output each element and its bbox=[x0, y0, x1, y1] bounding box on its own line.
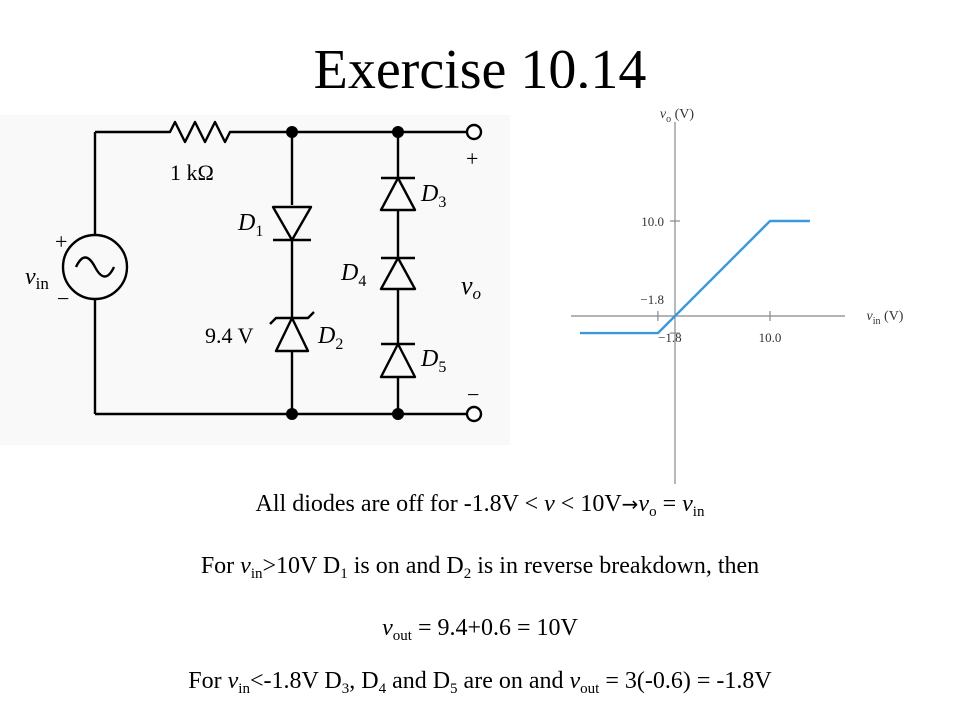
text-line-2: For vin>10V D1 is on and D2 is in revers… bbox=[200, 553, 760, 582]
d5-label: D5 bbox=[420, 346, 446, 376]
x-tick-label: 10.0 bbox=[759, 330, 782, 345]
y-axis-label: vo (V) bbox=[660, 107, 694, 125]
d3-label: D3 bbox=[420, 181, 446, 211]
junction-dot bbox=[286, 126, 298, 138]
y-tick-label: −1.8 bbox=[640, 292, 664, 307]
ac-source bbox=[61, 233, 129, 301]
out-terminal-top bbox=[465, 123, 483, 141]
x-axis-label: vin (V) bbox=[867, 309, 904, 327]
junction-dot bbox=[392, 408, 404, 420]
source-minus: − bbox=[57, 286, 69, 311]
resistor-label: 1 kΩ bbox=[170, 160, 214, 185]
d2-label: D2 bbox=[317, 323, 343, 353]
source-plus: + bbox=[55, 229, 67, 254]
transfer-curve bbox=[580, 219, 810, 335]
d1-label: D1 bbox=[237, 210, 263, 240]
text-line-4: For vin<-1.8V D3, D4 and D5 are on and v… bbox=[188, 668, 772, 697]
out-minus: − bbox=[467, 382, 479, 407]
sine-icon bbox=[74, 256, 116, 278]
text-line-1: All diodes are off for -1.8V < v < 10V→v… bbox=[255, 491, 705, 520]
x-tick-label: −1.8 bbox=[658, 330, 682, 345]
junction-dot bbox=[392, 126, 404, 138]
d4-label: D4 bbox=[340, 260, 366, 290]
out-plus: + bbox=[466, 146, 478, 171]
y-tick-label: 10.0 bbox=[641, 214, 664, 229]
source-label: vin bbox=[25, 264, 49, 293]
text-line-3: vout = 9.4+0.6 = 10V bbox=[382, 615, 578, 644]
chart-background bbox=[555, 88, 935, 488]
zener-voltage-label: 9.4 V bbox=[205, 323, 254, 348]
output-label: vo bbox=[461, 271, 481, 303]
out-terminal-bottom bbox=[465, 405, 483, 423]
top-wire bbox=[95, 120, 467, 144]
junction-dot bbox=[286, 408, 298, 420]
